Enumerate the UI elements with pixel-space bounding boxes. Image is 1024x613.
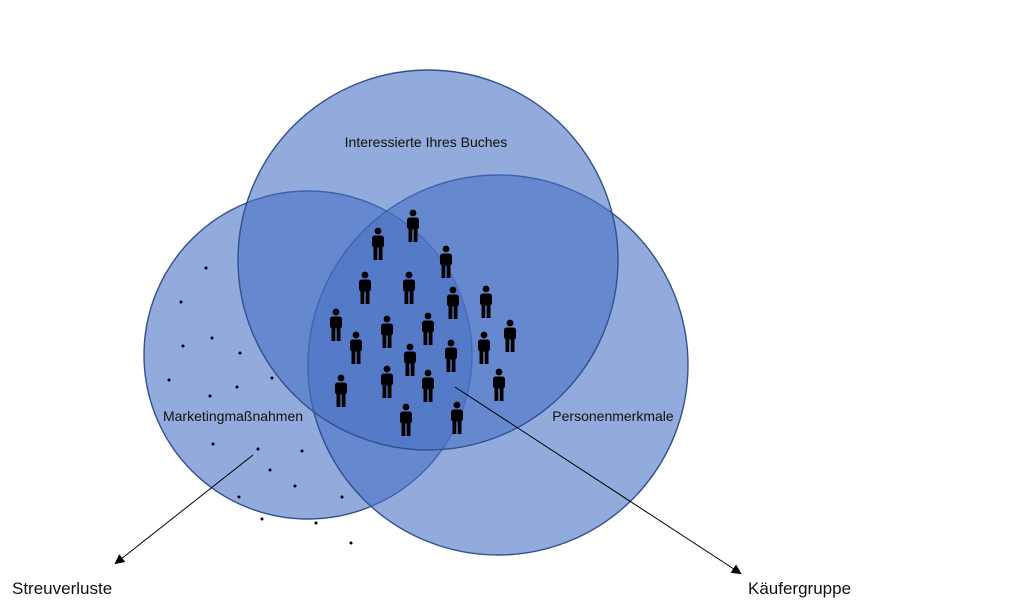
dot-icon — [179, 300, 183, 304]
circle-label-personen: Personenmerkmale — [552, 408, 674, 424]
dot-icon — [204, 266, 208, 270]
dot-icon — [340, 495, 344, 499]
dot-icon — [210, 336, 214, 340]
arrow-kaeufergruppe — [454, 386, 742, 575]
dot-icon — [235, 385, 239, 389]
dot-icon — [300, 449, 304, 453]
dot-icon — [208, 394, 212, 398]
circle-interessierte — [237, 69, 619, 451]
dot-icon — [211, 442, 215, 446]
arrow-streuverluste — [114, 454, 254, 565]
dot-icon — [256, 447, 260, 451]
callout-kaeufergruppe: Käufergruppe — [748, 579, 851, 598]
dot-icon — [349, 541, 353, 545]
dot-icon — [238, 351, 242, 355]
scatter-dots — [167, 266, 353, 545]
dot-icon — [270, 376, 274, 380]
dot-icon — [314, 521, 318, 525]
dot-icon — [268, 468, 272, 472]
circle-label-marketing: Marketingmaßnahmen — [163, 408, 303, 424]
dot-icon — [237, 495, 241, 499]
dot-icon — [167, 378, 171, 382]
callout-streuverluste: Streuverluste — [12, 579, 112, 598]
dot-icon — [293, 484, 297, 488]
dot-icon — [260, 517, 264, 521]
dot-icon — [181, 344, 185, 348]
circle-label-interessierte: Interessierte Ihres Buches — [345, 134, 508, 150]
